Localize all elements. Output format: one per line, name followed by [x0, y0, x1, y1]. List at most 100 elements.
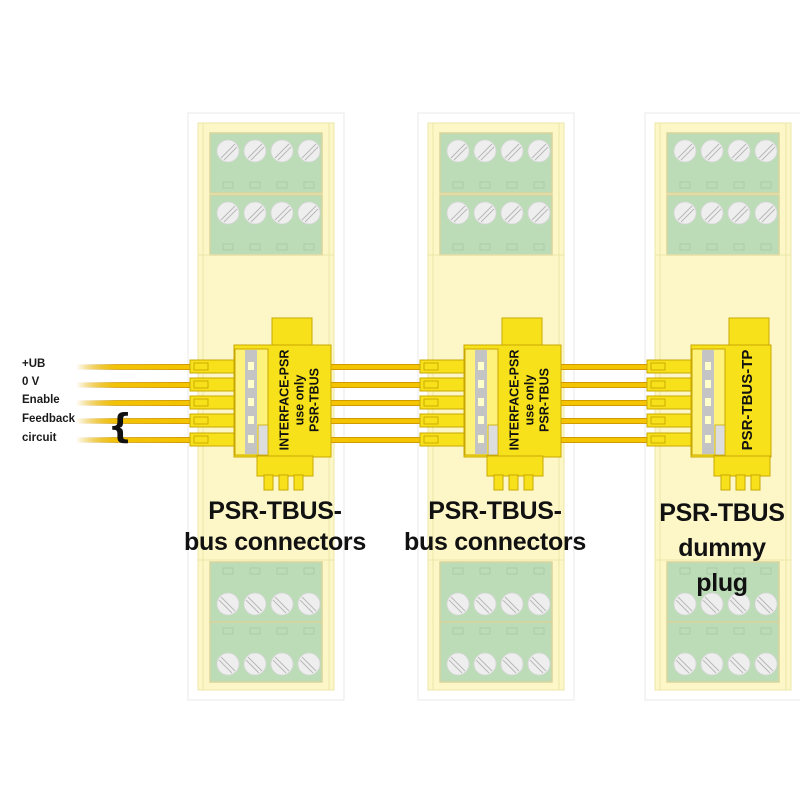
screw-slot [731, 205, 747, 221]
connector-pin [646, 377, 692, 392]
terminal-block [209, 194, 323, 256]
input-wire-1 [76, 364, 192, 370]
terminal-block [209, 561, 323, 623]
screw-slot [247, 596, 263, 612]
terminal-slot [276, 567, 288, 575]
wire-core [76, 365, 192, 369]
bus-wire-b-2 [556, 382, 648, 388]
terminal-slot [679, 567, 691, 575]
connector-pin [419, 395, 465, 410]
screw-slot [731, 596, 747, 612]
screw-slot [534, 146, 549, 161]
pin-socket [423, 380, 439, 389]
pin-socket [423, 416, 439, 425]
screw-slot [504, 205, 520, 221]
screw-slot [756, 599, 771, 614]
screw-slot [299, 659, 314, 674]
terminal-slot [733, 627, 745, 635]
connector-pin [646, 432, 692, 447]
terminal-slot [249, 627, 261, 635]
screw-icon [446, 592, 470, 616]
terminal-block [439, 621, 553, 683]
contact-pin [705, 380, 711, 388]
screw-slot [677, 596, 693, 612]
screw-slot [680, 208, 695, 223]
screw-icon [527, 201, 551, 225]
screw-slot [702, 659, 717, 674]
screw-icon [673, 592, 697, 616]
terminal-block [439, 132, 553, 194]
screw-icon [446, 139, 470, 163]
connector-leg [508, 474, 519, 491]
screw-slot [507, 208, 522, 223]
screw-icon [673, 139, 697, 163]
screw-icon [500, 201, 524, 225]
screw-slot [250, 208, 265, 223]
screw-slot [761, 146, 776, 161]
wire-label-feedback: Feedback [22, 413, 76, 425]
caption-module-3-line-3: plug [696, 569, 748, 597]
screw-icon [243, 201, 267, 225]
screw-slot [704, 596, 720, 612]
screw-slot [220, 656, 236, 672]
connector-pin [419, 413, 465, 428]
terminal-block [666, 561, 780, 623]
caption-module-3-line-1: PSR-TBUS [659, 499, 785, 527]
screw-icon [754, 592, 778, 616]
latch [714, 424, 726, 456]
bus-wire-b-3 [556, 400, 648, 406]
pin-socket [423, 398, 439, 407]
screw-icon [700, 139, 724, 163]
connector-base [713, 455, 771, 477]
pin-socket [423, 362, 439, 371]
screw-slot [761, 208, 776, 223]
screw-slot [304, 146, 319, 161]
contact-pin [478, 416, 484, 424]
screw-slot [450, 656, 466, 672]
screw-icon [527, 652, 551, 676]
contact-pin [705, 362, 711, 370]
terminal-slot [760, 243, 772, 251]
latch [487, 424, 499, 456]
screw-slot [502, 599, 517, 614]
screw-slot [677, 656, 693, 672]
screw-slot [731, 656, 747, 672]
caption-module-1: PSR-TBUS- bus connectors [150, 496, 400, 559]
screw-slot [247, 205, 263, 221]
wire-core [76, 401, 192, 405]
screw-slot [758, 656, 774, 672]
contact-pin [705, 416, 711, 424]
screw-slot [707, 208, 722, 223]
screw-slot [702, 599, 717, 614]
screw-slot [245, 659, 260, 674]
connector-label-line-1: PSR-TBUS-TP [739, 350, 756, 451]
connector-leg [293, 474, 304, 491]
terminal-slot [506, 243, 518, 251]
pin-socket [193, 416, 209, 425]
connector-top-tab [501, 317, 543, 347]
screw-slot [477, 143, 493, 159]
pin-socket [193, 398, 209, 407]
screw-slot [453, 208, 468, 223]
screw-icon [297, 139, 321, 163]
bus-wire-a-3 [330, 400, 420, 406]
terminal-slot [222, 567, 234, 575]
connector-pin [189, 413, 235, 428]
screw-slot [450, 205, 466, 221]
terminal-block [209, 132, 323, 194]
screw-slot [450, 596, 466, 612]
connector-base [256, 455, 314, 477]
wire-core [556, 383, 648, 387]
connector-top-tab [728, 317, 770, 347]
wire-core [556, 438, 648, 442]
terminal-slot [222, 181, 234, 189]
screw-icon [527, 139, 551, 163]
screw-icon [270, 652, 294, 676]
screw-slot [450, 143, 466, 159]
terminal-slot [506, 181, 518, 189]
terminal-slot [479, 567, 491, 575]
terminal-slot [303, 627, 315, 635]
screw-icon [727, 201, 751, 225]
